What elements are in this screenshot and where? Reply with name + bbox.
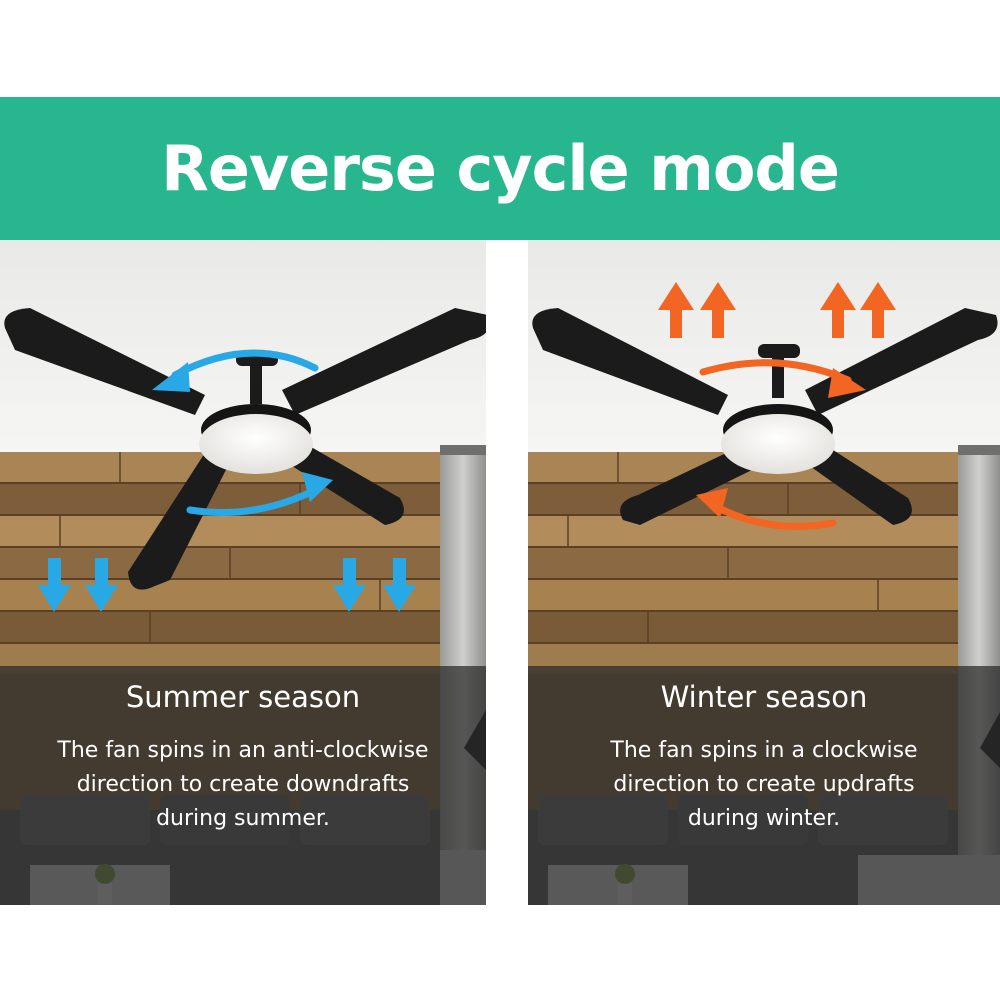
winter-description: The fan spins in a clockwise direction t…	[610, 738, 918, 831]
airflow-arrow-icon	[38, 558, 416, 612]
rotation-arrow-icon	[699, 359, 852, 530]
winter-panel: Winter season The fan spins in a clockwi…	[528, 240, 1000, 905]
summer-caption: Summer season The fan spins in an anti-c…	[0, 666, 486, 905]
summer-panel: Summer season The fan spins in an anti-c…	[0, 240, 486, 905]
winter-title: Winter season	[660, 680, 868, 714]
winter-caption: Winter season The fan spins in a clockwi…	[528, 666, 1000, 905]
page-title: Reverse cycle mode	[161, 132, 840, 205]
summer-title: Summer season	[125, 680, 361, 714]
summer-description: The fan spins in an anti-clockwise direc…	[57, 738, 429, 831]
ceiling-fan-icon	[4, 308, 486, 590]
rotation-arrow-icon	[171, 349, 319, 516]
ceiling-fan-icon	[532, 308, 998, 525]
airflow-arrow-icon	[658, 282, 896, 338]
header-banner: Reverse cycle mode	[0, 97, 1000, 240]
